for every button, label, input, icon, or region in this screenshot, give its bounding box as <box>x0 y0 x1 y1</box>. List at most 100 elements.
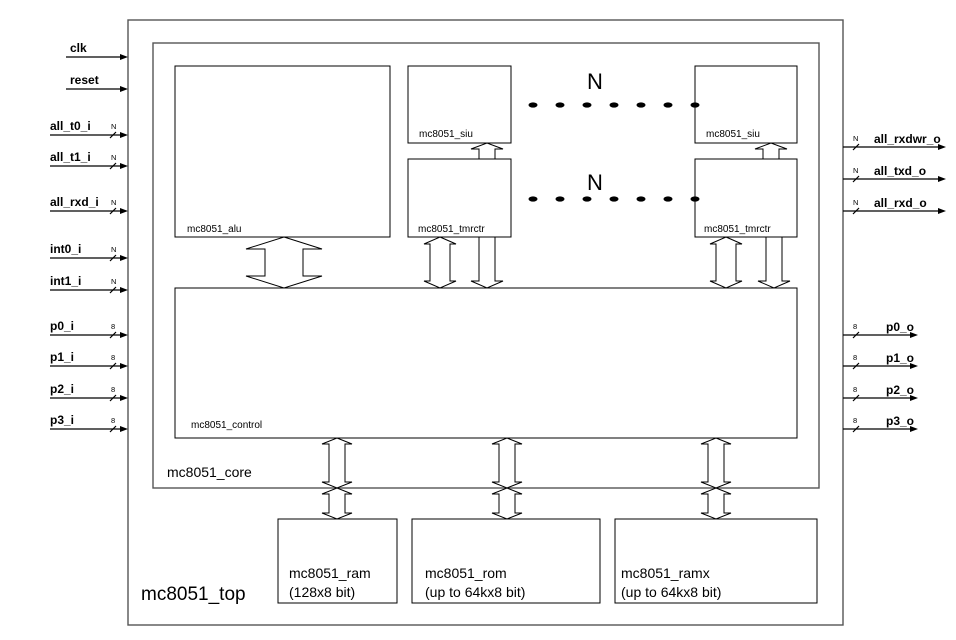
bus-width-label: N <box>111 198 116 207</box>
tmrctr-last-label: mc8051_tmrctr <box>704 224 771 235</box>
bus-width-label: N <box>111 153 116 162</box>
bus-width-slash <box>109 131 117 139</box>
rom-control-bus-arrow <box>491 437 523 489</box>
output-port-label: p2_o <box>886 383 914 397</box>
bus-width-label: N <box>111 122 116 131</box>
replication-dot <box>609 102 619 108</box>
control-block <box>174 287 798 439</box>
replication-dot <box>555 102 565 108</box>
replication-dot <box>582 196 592 202</box>
arrowhead-icon <box>120 426 128 432</box>
tmrctr-block-last <box>694 158 798 238</box>
tmrctr-siu-arrow-last <box>754 142 788 160</box>
output-port-label: p0_o <box>886 320 914 334</box>
tmrctr-control-arrow-first <box>470 236 504 289</box>
rom-core-bus-arrow <box>491 487 523 520</box>
output-port-label: p1_o <box>886 351 914 365</box>
arrowhead-icon <box>910 363 918 369</box>
input-port-label: p1_i <box>50 350 74 364</box>
bus-width-slash <box>852 394 860 402</box>
input-port-p2-i: p2_i 8 <box>50 382 128 402</box>
bus-width-label: 8 <box>853 322 857 331</box>
arrowhead-icon <box>120 163 128 169</box>
input-port-label: all_t0_i <box>50 119 91 133</box>
output-port-p0-o: p0_o 8 <box>843 320 918 339</box>
bus-width-label: 8 <box>853 385 857 394</box>
input-port-all-t0-i: all_t0_i N <box>50 119 128 139</box>
replication-dot <box>555 196 565 202</box>
tmrctr-control-bus-arrow-last <box>709 236 743 289</box>
ramx-core-bus-arrow <box>700 487 732 520</box>
control-label: mc8051_control <box>191 420 262 431</box>
output-port-all-rxdwr-o: all_rxdwr_oN <box>843 132 946 151</box>
bus-width-label: N <box>853 166 858 175</box>
input-port-int0-i: int0_i N <box>50 242 128 262</box>
arrowhead-icon <box>120 255 128 261</box>
input-port-label: reset <box>70 73 99 87</box>
bus-width-label: N <box>111 245 116 254</box>
output-port-p3-o: p3_o8 <box>843 414 918 433</box>
arrowhead-icon <box>120 86 128 92</box>
replication-dot <box>690 196 700 202</box>
arrowhead-icon <box>120 132 128 138</box>
bus-width-label: N <box>853 134 858 143</box>
arrowhead-icon <box>910 395 918 401</box>
bus-width-slash <box>852 425 860 433</box>
bus-width-slash <box>109 286 117 294</box>
bus-width-label: 8 <box>853 353 857 362</box>
arrowhead-icon <box>938 176 946 182</box>
mc8051-core-box <box>152 42 820 489</box>
replication-dot <box>636 102 646 108</box>
mc8051-top-box <box>127 19 844 626</box>
arrowhead-icon <box>120 395 128 401</box>
output-port-label: p3_o <box>886 414 914 428</box>
arrowhead-icon <box>938 144 946 150</box>
alu-control-bus-arrow <box>245 236 323 289</box>
bus-arrows <box>245 142 791 520</box>
input-port-label: all_t1_i <box>50 150 91 164</box>
ram-label: mc8051_ram <box>289 565 371 581</box>
ramx-control-bus-arrow <box>700 437 732 489</box>
tmrctr-control-bus-arrow-first <box>423 236 457 289</box>
bus-width-slash <box>852 143 860 151</box>
bus-width-label: 8 <box>111 416 115 425</box>
tmrctr-siu-arrow-first <box>470 142 504 160</box>
output-ports: all_rxdwr_oNall_txd_oNall_rxd_oNp0_o8p1_… <box>843 132 946 433</box>
input-port-label: p3_i <box>50 413 74 427</box>
bus-width-label: 8 <box>111 322 115 331</box>
alu-label: mc8051_alu <box>187 224 241 235</box>
input-port-label: clk <box>70 41 87 55</box>
bus-width-slash <box>109 425 117 433</box>
bus-width-label: 8 <box>111 385 115 394</box>
replication-dot <box>582 102 592 108</box>
arrowhead-icon <box>910 426 918 432</box>
arrowhead-icon <box>120 287 128 293</box>
input-port-label: int0_i <box>50 242 81 256</box>
replication-label-tmrctr: N <box>587 170 603 195</box>
input-port-p3-i: p3_i 8 <box>50 413 128 433</box>
output-port-p1-o: p1_o 8 <box>843 351 918 370</box>
replication-dot <box>663 196 673 202</box>
output-port-label: all_rxd_o <box>874 196 927 210</box>
output-port-p2-o: p2_o 8 <box>843 383 918 402</box>
arrowhead-icon <box>910 332 918 338</box>
top-label: mc8051_top <box>141 584 246 605</box>
bus-width-slash <box>109 362 117 370</box>
tmrctr-control-arrow-last <box>757 236 791 289</box>
bus-width-slash <box>109 331 117 339</box>
bus-width-slash <box>852 207 860 215</box>
bus-width-slash <box>109 254 117 262</box>
alu-block <box>174 65 391 238</box>
input-port-label: p2_i <box>50 382 74 396</box>
replication-dot <box>690 102 700 108</box>
rom-size-label: (up to 64kx8 bit) <box>425 584 525 600</box>
output-port-label: all_txd_o <box>874 164 926 178</box>
bus-width-slash <box>852 362 860 370</box>
arrowhead-icon <box>120 54 128 60</box>
